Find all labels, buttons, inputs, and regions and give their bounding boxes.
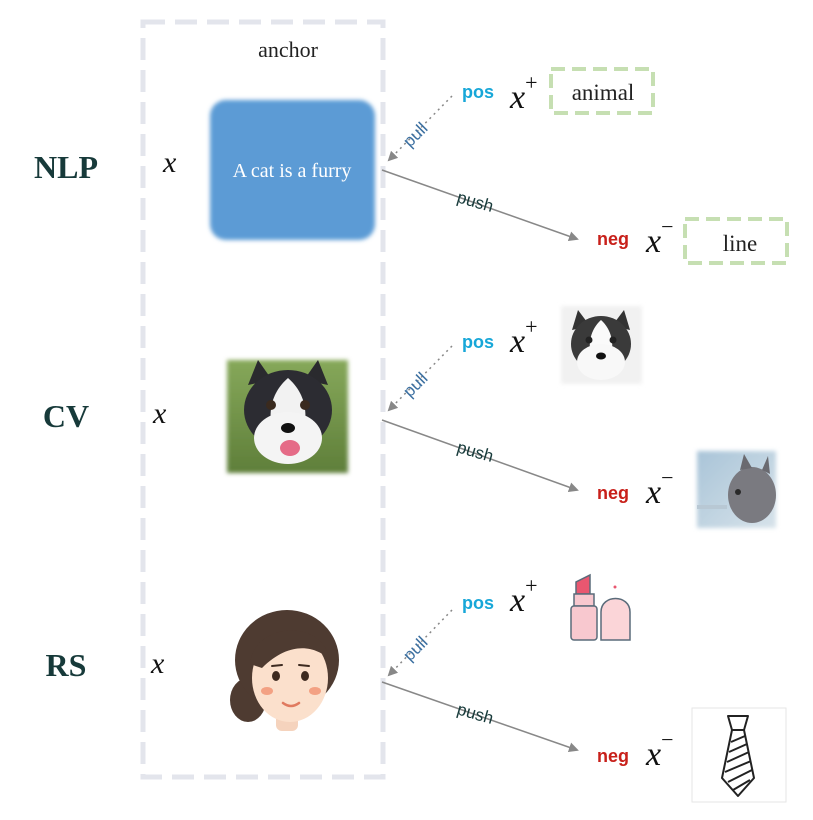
neg-x-cv: x−	[645, 465, 674, 511]
anchor-label: anchor	[258, 37, 319, 62]
domain-label-cv: CV	[43, 398, 89, 434]
anchor-x-nlp: x	[162, 146, 177, 179]
pos-text: animal	[572, 80, 635, 105]
anchor-user-avatar	[230, 610, 339, 731]
pos-x-cv: x+	[509, 314, 538, 360]
domain-label-nlp: NLP	[34, 149, 98, 185]
anchor-text-box	[210, 100, 375, 240]
neg-tag-cv: neg	[597, 483, 629, 503]
tie-icon	[691, 707, 787, 803]
anchor-x-rs: x	[150, 647, 165, 680]
pull-label-rs: pull	[399, 633, 431, 665]
pos-text-box	[549, 67, 655, 115]
pull-label-nlp: pull	[399, 119, 431, 151]
domain-label-rs: RS	[46, 647, 87, 683]
pos-tag-rs: pos	[462, 593, 494, 613]
pos-tag-cv: pos	[462, 332, 494, 352]
neg-tag-nlp: neg	[597, 229, 629, 249]
lipstick-icon	[570, 573, 631, 641]
push-label-cv: push	[455, 438, 496, 466]
pos-x-nlp: x+	[509, 70, 538, 116]
pos-tag-nlp: pos	[462, 82, 494, 102]
anchor-text: A cat is a furry	[233, 160, 352, 182]
pos-x-rs: x+	[509, 573, 538, 619]
neg-text-box	[683, 217, 789, 265]
push-arrow-cv	[381, 419, 579, 493]
anchor-frame	[140, 19, 386, 780]
push-label-nlp: push	[455, 188, 496, 216]
neg-x-nlp: x−	[645, 214, 674, 260]
anchor-husky-photo	[227, 360, 348, 473]
push-arrow-nlp	[381, 169, 579, 242]
neg-text: line	[723, 231, 758, 256]
push-arrow-rs	[381, 681, 579, 753]
anchor-x-cv: x	[152, 397, 167, 430]
neg-cat-photo	[697, 451, 776, 528]
pos-husky-grayscale-photo	[561, 306, 642, 384]
push-label-rs: push	[455, 700, 496, 728]
neg-x-rs: x−	[645, 727, 674, 773]
pull-label-cv: pull	[399, 369, 431, 401]
neg-tag-rs: neg	[597, 746, 629, 766]
